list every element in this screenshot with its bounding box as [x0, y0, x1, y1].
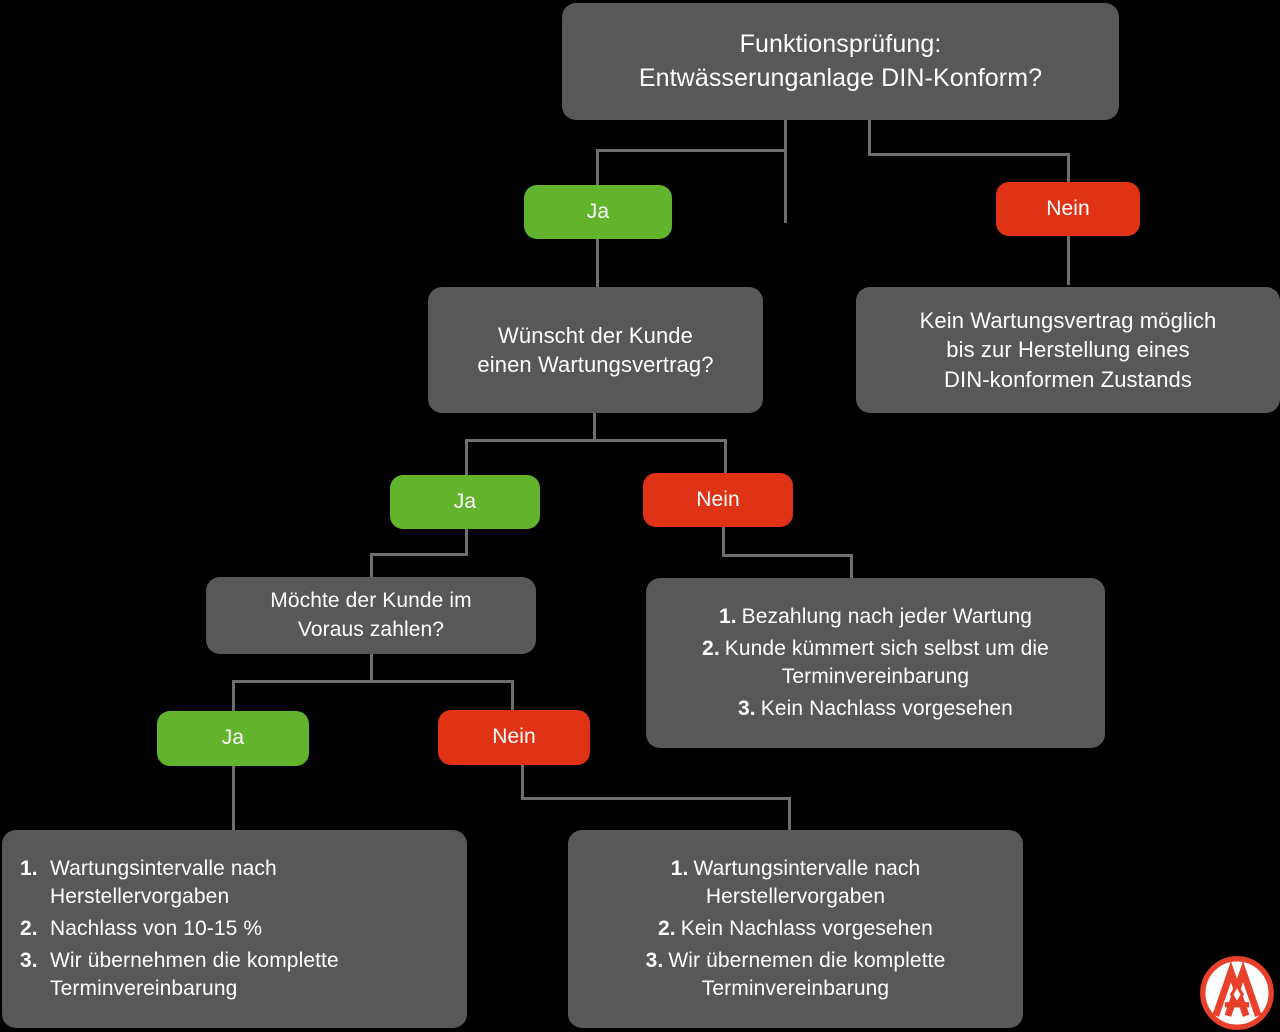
list-item: Wir übernehmen die komplette Terminverei…	[20, 947, 449, 1003]
node-level1-nein[interactable]: Nein	[996, 182, 1140, 236]
connector-nein3-down	[788, 797, 791, 830]
connector-nein2-stem	[722, 527, 725, 557]
node-level2-ja-label: Ja	[453, 489, 477, 513]
connector-wunscht-bar	[465, 439, 727, 442]
connector-nein3-drop	[511, 680, 514, 712]
connector-nein2-down	[850, 554, 853, 578]
node-funktionspruefung-line-1: Funktionsprüfung:	[739, 30, 942, 58]
connector-ja2-down	[370, 553, 373, 577]
connector-ja2-bar	[370, 553, 468, 556]
list-item-text: Wir übernemen die komplette Terminverein…	[668, 948, 946, 1000]
node-kein-line-1: Kein Wartungsvertrag möglich	[919, 307, 1217, 333]
connector-ja3-drop	[232, 680, 235, 712]
node-ergebnis-vorauszahlung-ja[interactable]: Wartungsintervalle nach Herstellervorgab…	[2, 830, 467, 1028]
connector-mochte-stem	[370, 653, 373, 681]
connector-root-ja-vertical	[784, 118, 787, 223]
list-item-text: Kein Nachlass vorgesehen	[760, 696, 1013, 720]
node-ergebnis-ohne-wartungsvertrag[interactable]: 1.Bezahlung nach jeder Wartung 2.Kunde k…	[646, 578, 1105, 748]
node-level3-ja[interactable]: Ja	[157, 711, 309, 766]
list-item-text: Wir übernehmen die komplette Terminverei…	[50, 948, 339, 1000]
connector-ja1-to-wunscht	[596, 238, 599, 288]
node-mochte-line-1: Möchte der Kunde im	[270, 589, 472, 613]
node-kein-wartungsvertrag[interactable]: Kein Wartungsvertrag möglich bis zur Her…	[856, 287, 1280, 413]
node-level3-nein[interactable]: Nein	[438, 710, 590, 765]
list-item-text: Kein Nachlass vorgesehen	[680, 917, 933, 941]
list-item: 3.Wir übernemen die komplette Terminvere…	[645, 948, 946, 1000]
connector-nein2-bar	[722, 554, 852, 557]
node-wunscht-line-1: Wünscht der Kunde	[498, 322, 693, 348]
node-wunscht-wartungsvertrag[interactable]: Wünscht der Kunde einen Wartungsvertrag?	[428, 287, 763, 413]
connector-nein3-stem	[521, 764, 524, 800]
connector-nein3-bar	[521, 797, 791, 800]
connector-root-nein-vertical	[868, 118, 871, 156]
connector-nein1-to-kein	[1067, 235, 1070, 285]
innung-logo-icon	[1200, 956, 1274, 1030]
connector-wunscht-stem	[593, 412, 596, 442]
connector-mochte-bar	[232, 680, 514, 683]
node-level3-ja-label: Ja	[221, 726, 245, 750]
node-mochte-line-2: Voraus zahlen?	[297, 617, 445, 641]
connector-ja2-stem	[465, 528, 468, 556]
node-funktionspruefung[interactable]: Funktionsprüfung: Entwässerunganlage DIN…	[562, 3, 1119, 120]
node-level1-nein-label: Nein	[1046, 196, 1090, 220]
list-item: 2.Kunde kümmert sich selbst um die Termi…	[702, 637, 1049, 688]
ergebnis-vorauszahlung-nein-list: 1.Wartungsintervalle nach Herstellervorg…	[586, 851, 1005, 1007]
node-wunscht-line-2: einen Wartungsvertrag?	[477, 352, 714, 377]
node-level3-nein-label: Nein	[492, 725, 536, 749]
node-level1-ja[interactable]: Ja	[524, 185, 672, 239]
node-level2-nein-label: Nein	[696, 487, 740, 511]
node-mochte-voraus-zahlen[interactable]: Möchte der Kunde im Voraus zahlen?	[206, 577, 536, 654]
connector-nein-drop	[1067, 153, 1070, 185]
connector-ja2-drop	[465, 439, 468, 477]
node-level2-ja[interactable]: Ja	[390, 475, 540, 529]
connector-root-ja-horizontal	[596, 149, 786, 152]
connector-ja3-to-result	[232, 766, 235, 830]
node-level2-nein[interactable]: Nein	[643, 473, 793, 527]
list-item-text: Wartungsintervalle nach Herstellervorgab…	[693, 857, 921, 909]
ergebnis-vorauszahlung-ja-list: Wartungsintervalle nach Herstellervorgab…	[20, 851, 449, 1007]
connector-nein2-drop	[724, 439, 727, 475]
list-item-text: Nachlass von 10-15 %	[50, 917, 263, 941]
list-item: 3.Kein Nachlass vorgesehen	[738, 696, 1013, 720]
node-kein-line-3: DIN-konformen Zustands	[944, 366, 1192, 392]
list-item: Wartungsintervalle nach Herstellervorgab…	[20, 855, 449, 911]
list-item-text: Wartungsintervalle nach Herstellervorgab…	[50, 857, 277, 909]
node-kein-line-2: bis zur Herstellung eines	[946, 337, 1190, 363]
list-item-text: Bezahlung nach jeder Wartung	[741, 605, 1033, 629]
connector-root-nein-horizontal	[868, 153, 1070, 156]
list-item: 1.Bezahlung nach jeder Wartung	[718, 605, 1033, 629]
connector-ja-drop	[596, 149, 599, 187]
list-item: 1.Wartungsintervalle nach Herstellervorg…	[670, 857, 921, 909]
ergebnis-ohne-wartungsvertrag-list: 1.Bezahlung nach jeder Wartung 2.Kunde k…	[664, 599, 1087, 727]
node-level1-ja-label: Ja	[586, 199, 610, 223]
innung-logo	[1199, 955, 1275, 1031]
node-ergebnis-vorauszahlung-nein[interactable]: 1.Wartungsintervalle nach Herstellervorg…	[568, 830, 1023, 1028]
node-funktionspruefung-line-2: Entwässerunganlage DIN-Konform?	[638, 63, 1043, 92]
list-item: 2.Kein Nachlass vorgesehen	[658, 917, 933, 941]
list-item: Nachlass von 10-15 %	[20, 915, 449, 943]
list-item-text: Kunde kümmert sich selbst um die Terminv…	[724, 637, 1049, 688]
